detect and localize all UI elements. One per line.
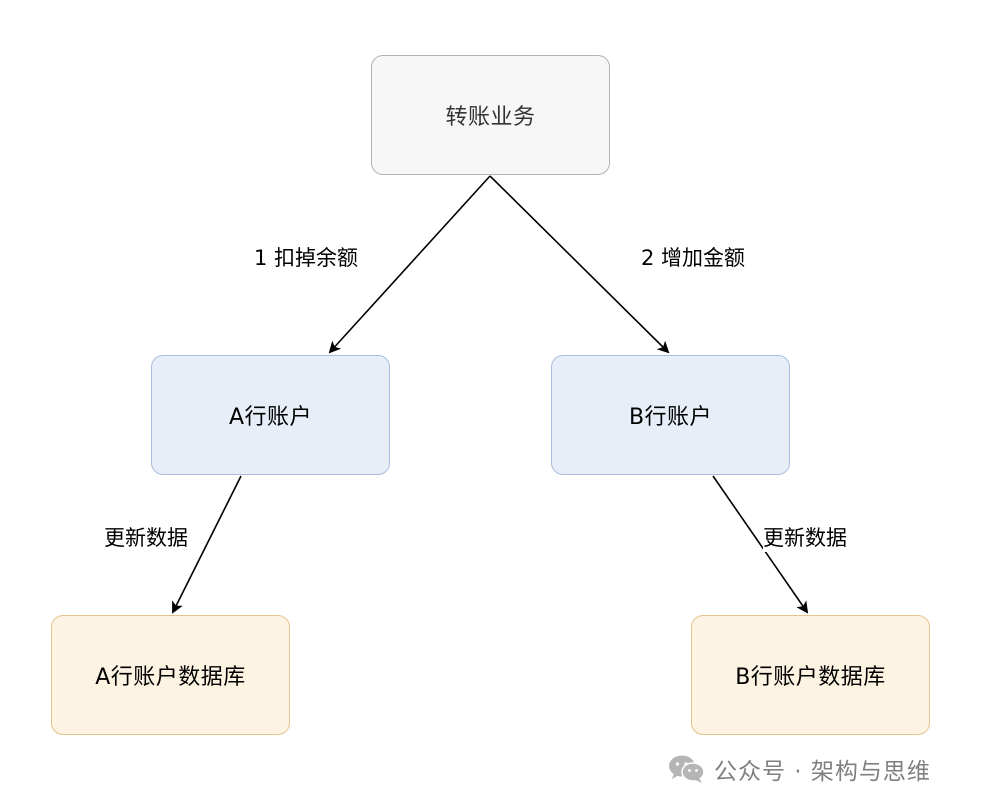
- db-b-node: B行账户数据库: [691, 615, 930, 735]
- edge-transfer-to-a: [328, 175, 491, 354]
- watermark: 公众号 · 架构与思维: [668, 752, 931, 786]
- transfer-node: 转账业务: [371, 55, 610, 175]
- wechat-icon: [669, 755, 705, 783]
- watermark-text: 公众号 · 架构与思维: [714, 759, 931, 785]
- account-b-node: B行账户: [551, 355, 790, 475]
- edge-label-update-b: 更新数据: [763, 522, 847, 552]
- edge-transfer-to-b: [489, 175, 670, 354]
- edge-label-deduct: 1 扣掉余额: [254, 242, 359, 272]
- edge-label-add: 2 增加金额: [641, 242, 746, 272]
- edge-label-update-a: 更新数据: [104, 522, 188, 552]
- account-a-node: A行账户: [151, 355, 390, 475]
- edge-b-to-db: [712, 475, 809, 614]
- db-a-node: A行账户数据库: [51, 615, 290, 735]
- edge-a-to-db: [172, 475, 242, 614]
